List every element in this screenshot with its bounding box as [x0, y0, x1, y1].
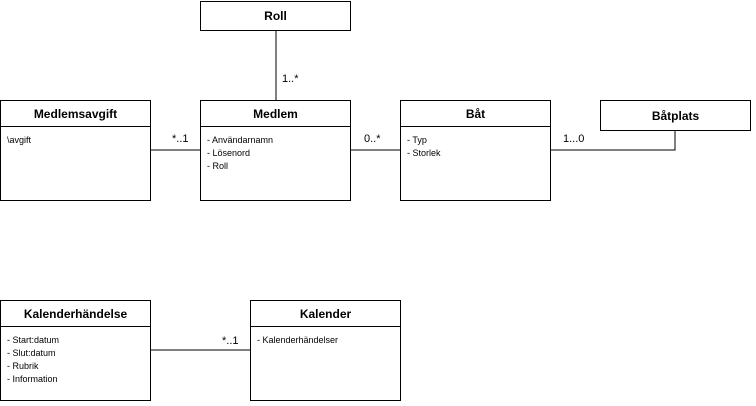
attribute-list: - Typ - Storlek: [401, 127, 550, 160]
class-name: Roll: [264, 9, 287, 23]
class-kalenderhandelse[interactable]: Kalenderhändelse - Start:datum - Slut:da…: [0, 300, 151, 401]
attribute: - Start:datum: [7, 335, 60, 345]
class-name: Båt: [401, 101, 550, 127]
class-batplats[interactable]: Båtplats: [600, 100, 751, 131]
attribute-list: - Användarnamn - Lösenord - Roll: [201, 127, 350, 173]
attribute-list: - Start:datum - Slut:datum - Rubrik - In…: [1, 327, 150, 386]
attribute: - Kalenderhändelser: [257, 335, 339, 345]
class-medlem[interactable]: Medlem - Användarnamn - Lösenord - Roll: [200, 100, 351, 201]
multiplicity-roll-medlem: 1..*: [282, 73, 299, 85]
multiplicity-medlemsavgift-medlem: *..1: [172, 133, 189, 145]
attribute: - Lösenord: [207, 148, 251, 158]
class-bat[interactable]: Båt - Typ - Storlek: [400, 100, 551, 201]
line-bat-batplats: [550, 131, 676, 151]
class-medlemsavgift[interactable]: Medlemsavgift \avgift: [0, 100, 151, 201]
multiplicity-bat-batplats: 1...0: [563, 133, 585, 145]
class-roll[interactable]: Roll: [200, 1, 351, 31]
attribute-list: - Kalenderhändelser: [251, 327, 400, 347]
class-kalender[interactable]: Kalender - Kalenderhändelser: [250, 300, 401, 401]
class-name: Båtplats: [651, 109, 700, 123]
class-name: Medlemsavgift: [1, 101, 150, 127]
attribute: - Information: [7, 374, 58, 384]
attribute-list: \avgift: [1, 127, 150, 147]
attribute: - Storlek: [407, 148, 441, 158]
class-name: Kalender: [251, 301, 400, 327]
attribute: - Typ: [407, 135, 427, 145]
multiplicity-kalenderhandelse-kalender: *..1: [222, 335, 239, 347]
attribute: - Slut:datum: [7, 348, 56, 358]
attribute: - Rubrik: [7, 361, 39, 371]
multiplicity-medlem-bat: 0..*: [364, 133, 381, 145]
attribute: - Roll: [207, 161, 229, 171]
attribute: \avgift: [7, 135, 32, 145]
class-name: Medlem: [201, 101, 350, 127]
class-name: Kalenderhändelse: [1, 301, 150, 327]
attribute: - Användarnamn: [207, 135, 274, 145]
